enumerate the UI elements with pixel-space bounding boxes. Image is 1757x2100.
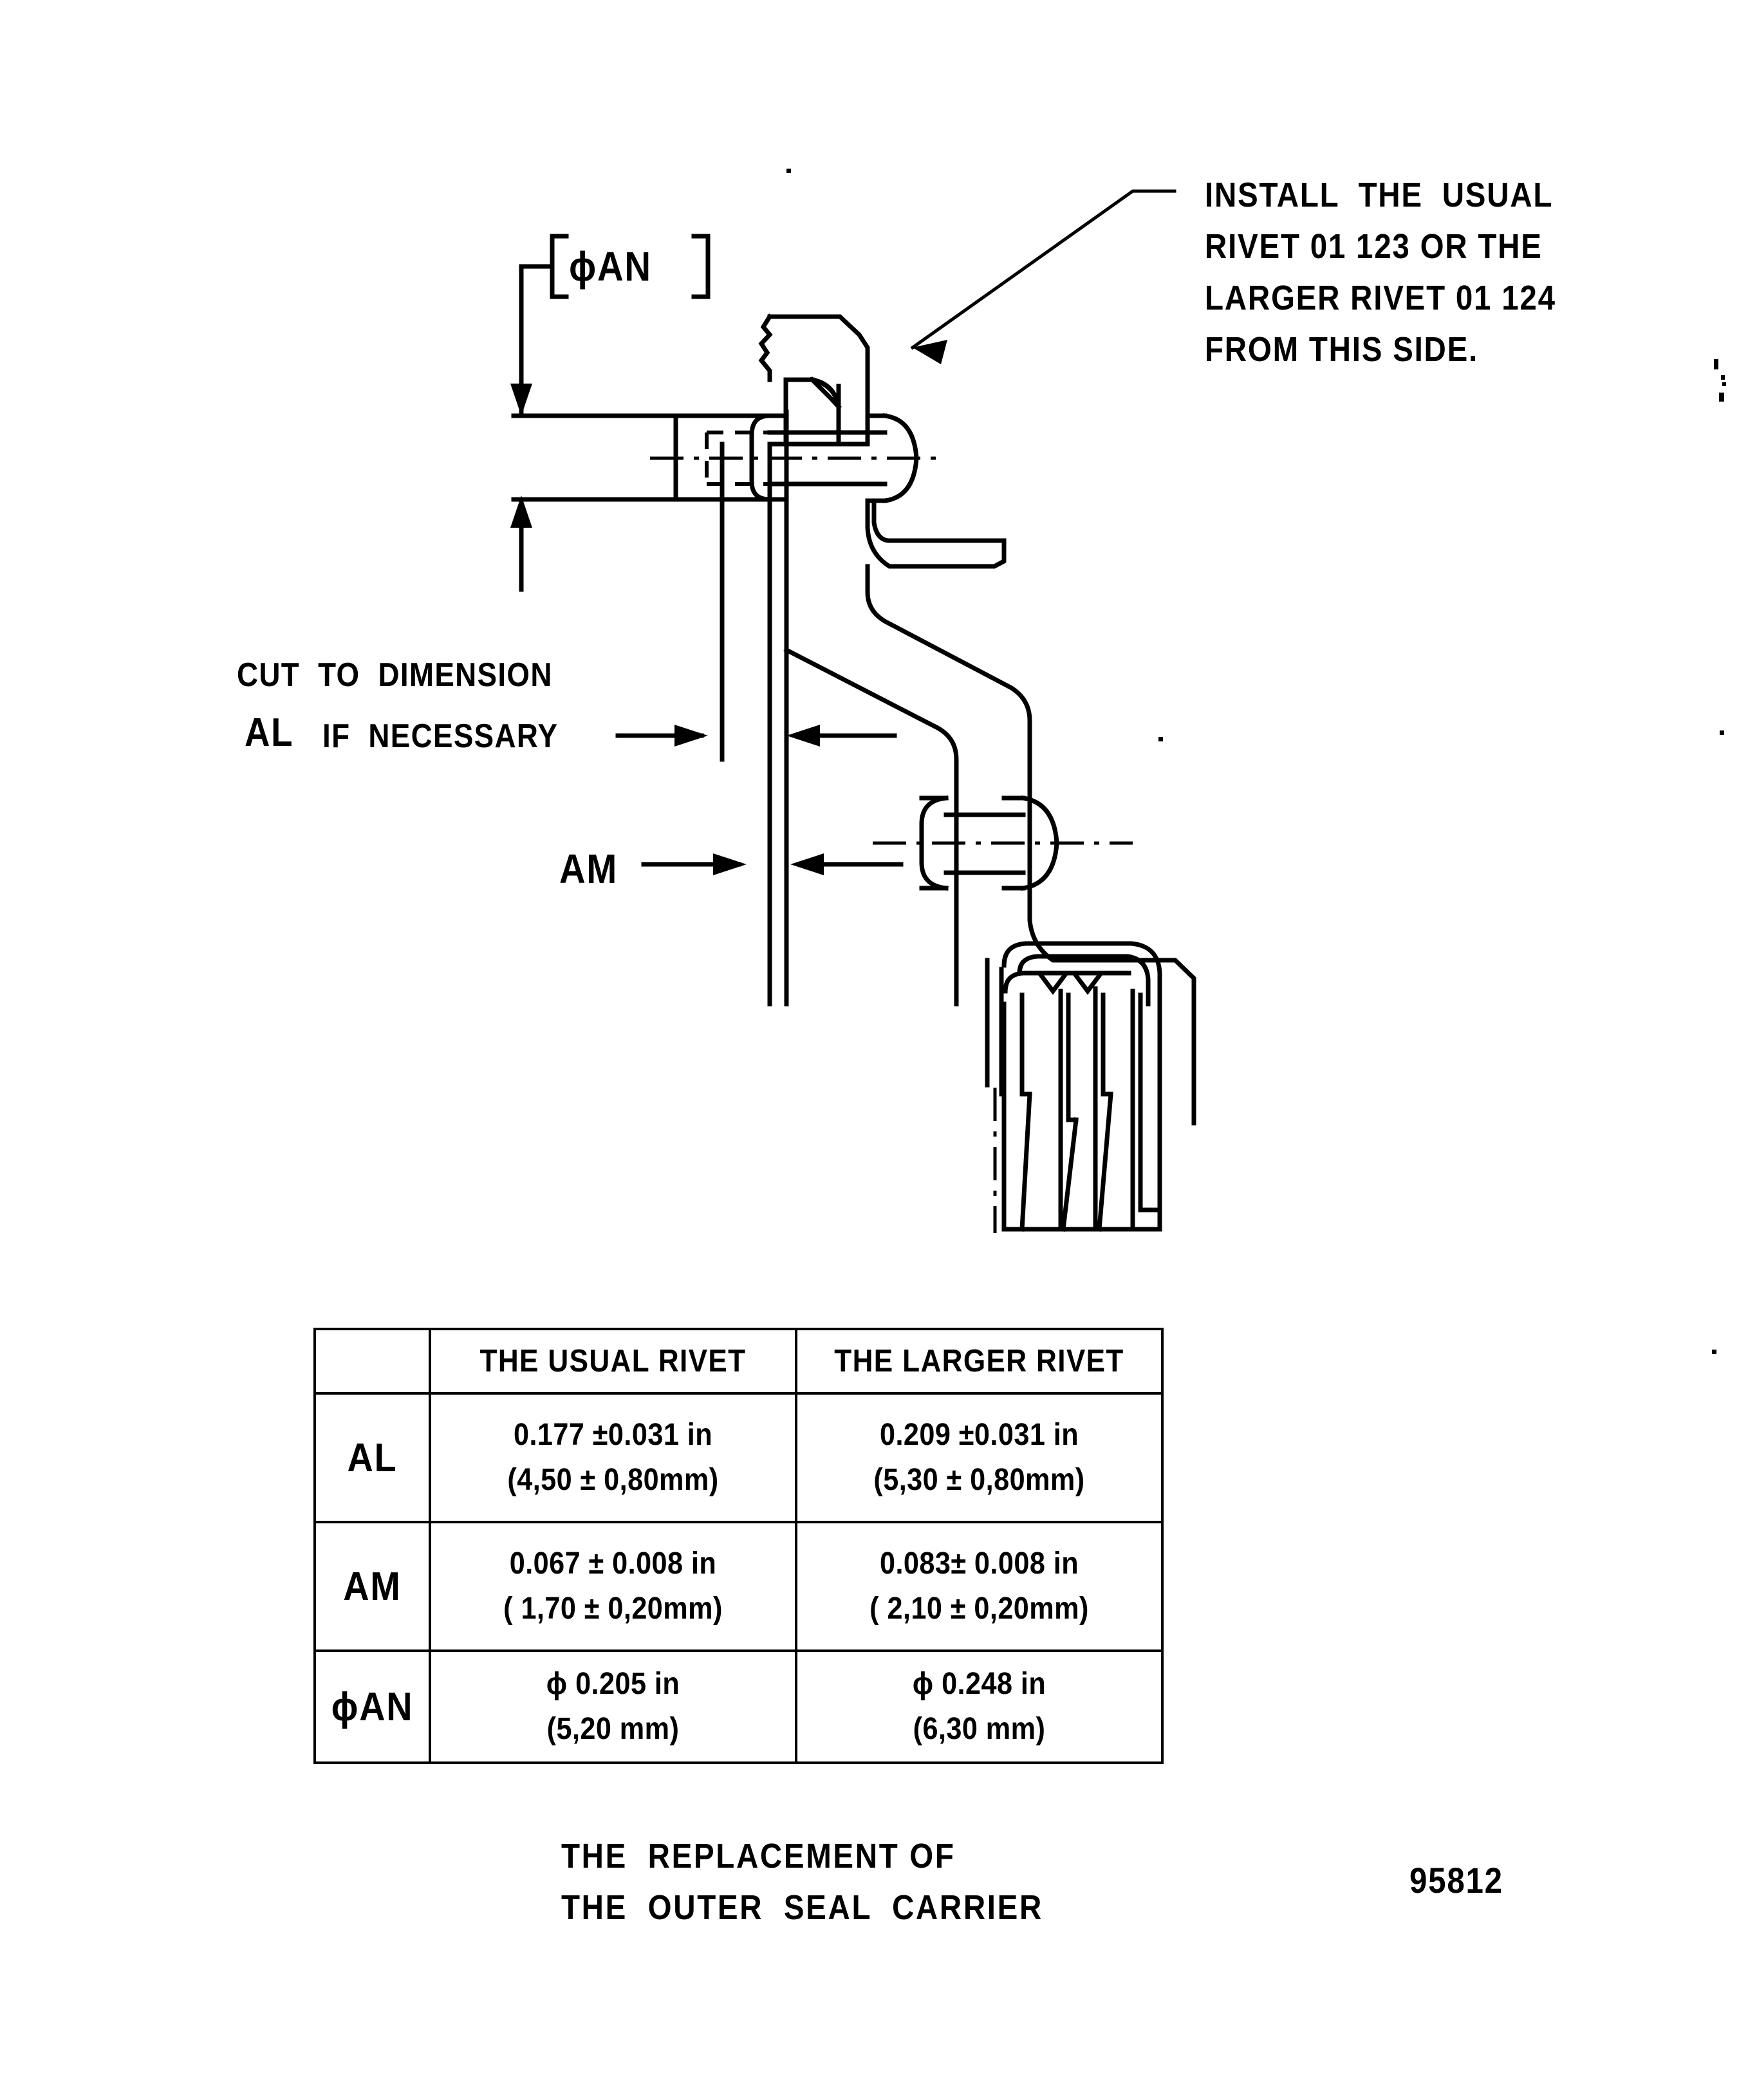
scan-artifact (1158, 737, 1163, 741)
scan-artifact (786, 169, 791, 173)
rivet-upper (650, 413, 946, 503)
cell-phi-an-usual: ϕ 0.205 in (5,20 mm) (429, 1649, 797, 1764)
cut-note-line-2-suffix: IF NECESSARY (313, 718, 559, 755)
table-row-al: AL 0.177 ±0.031 in (4,50 ± 0,80mm) 0.209… (313, 1392, 1164, 1523)
cut-note-line-1: CUT TO DIMENSION (237, 656, 553, 694)
table-corner-cell (313, 1328, 431, 1395)
table-header-row: THE USUAL RIVET THE LARGER RIVET (313, 1328, 1164, 1395)
figure-caption-line-2: THE OUTER SEAL CARRIER (561, 1888, 1043, 1927)
rivet-lower (873, 795, 1133, 891)
seal-carrier-profile (767, 441, 1032, 1007)
scan-artifact (1712, 1350, 1716, 1354)
row-key-phi-an: ϕAN (313, 1649, 431, 1764)
cell-am-larger: 0.083± 0.008 in ( 2,10 ± 0,20mm) (795, 1521, 1164, 1652)
row-key-al: AL (313, 1392, 431, 1523)
dimension-label-al: AL (245, 711, 294, 755)
cell-am-usual: 0.067 ± 0.008 in ( 1,70 ± 0,20mm) (429, 1521, 797, 1652)
specification-table: THE USUAL RIVET THE LARGER RIVET AL 0.17… (313, 1328, 1164, 1764)
dimension-al (615, 409, 897, 807)
install-note-line-1: INSTALL THE USUAL (1205, 176, 1554, 214)
dimension-label-phi-an: ϕAN (569, 243, 652, 290)
table-row-am: AM 0.067 ± 0.008 in ( 1,70 ± 0,20mm) 0.0… (313, 1521, 1164, 1652)
table-column-header-usual: THE USUAL RIVET (429, 1328, 797, 1395)
dimension-label-am: AM (559, 846, 618, 892)
cell-al-larger: 0.209 ±0.031 in (5,30 ± 0,80mm) (795, 1392, 1164, 1523)
table-column-header-larger: THE LARGER RIVET (795, 1328, 1164, 1395)
technical-illustration (510, 189, 1196, 1233)
install-note-line-2: RIVET 01 123 OR THE (1205, 227, 1543, 266)
scan-artifact (1722, 382, 1726, 386)
scan-artifact (1721, 375, 1725, 380)
scan-artifact (1714, 359, 1718, 369)
upper-clip-profile (758, 313, 870, 447)
cell-al-usual: 0.177 ±0.031 in (4,50 ± 0,80mm) (429, 1392, 797, 1523)
scan-artifact (1719, 393, 1724, 402)
outer-seal (985, 941, 1162, 1233)
figure-caption-line-1: THE REPLACEMENT OF (561, 1837, 956, 1875)
dimension-am (641, 853, 904, 875)
row-key-am: AM (313, 1521, 431, 1652)
table-row-phi-an: ϕAN ϕ 0.205 in (5,20 mm) ϕ 0.248 in (6,3… (313, 1649, 1164, 1764)
install-note-line-4: FROM THIS SIDE. (1205, 330, 1479, 369)
install-note-leader (910, 189, 1176, 364)
figure-number: 95812 (1409, 1860, 1503, 1900)
scan-artifact (1720, 730, 1724, 735)
install-note-line-3: LARGER RIVET 01 124 (1205, 279, 1556, 317)
cell-phi-an-larger: ϕ 0.248 in (6,30 mm) (795, 1649, 1164, 1764)
